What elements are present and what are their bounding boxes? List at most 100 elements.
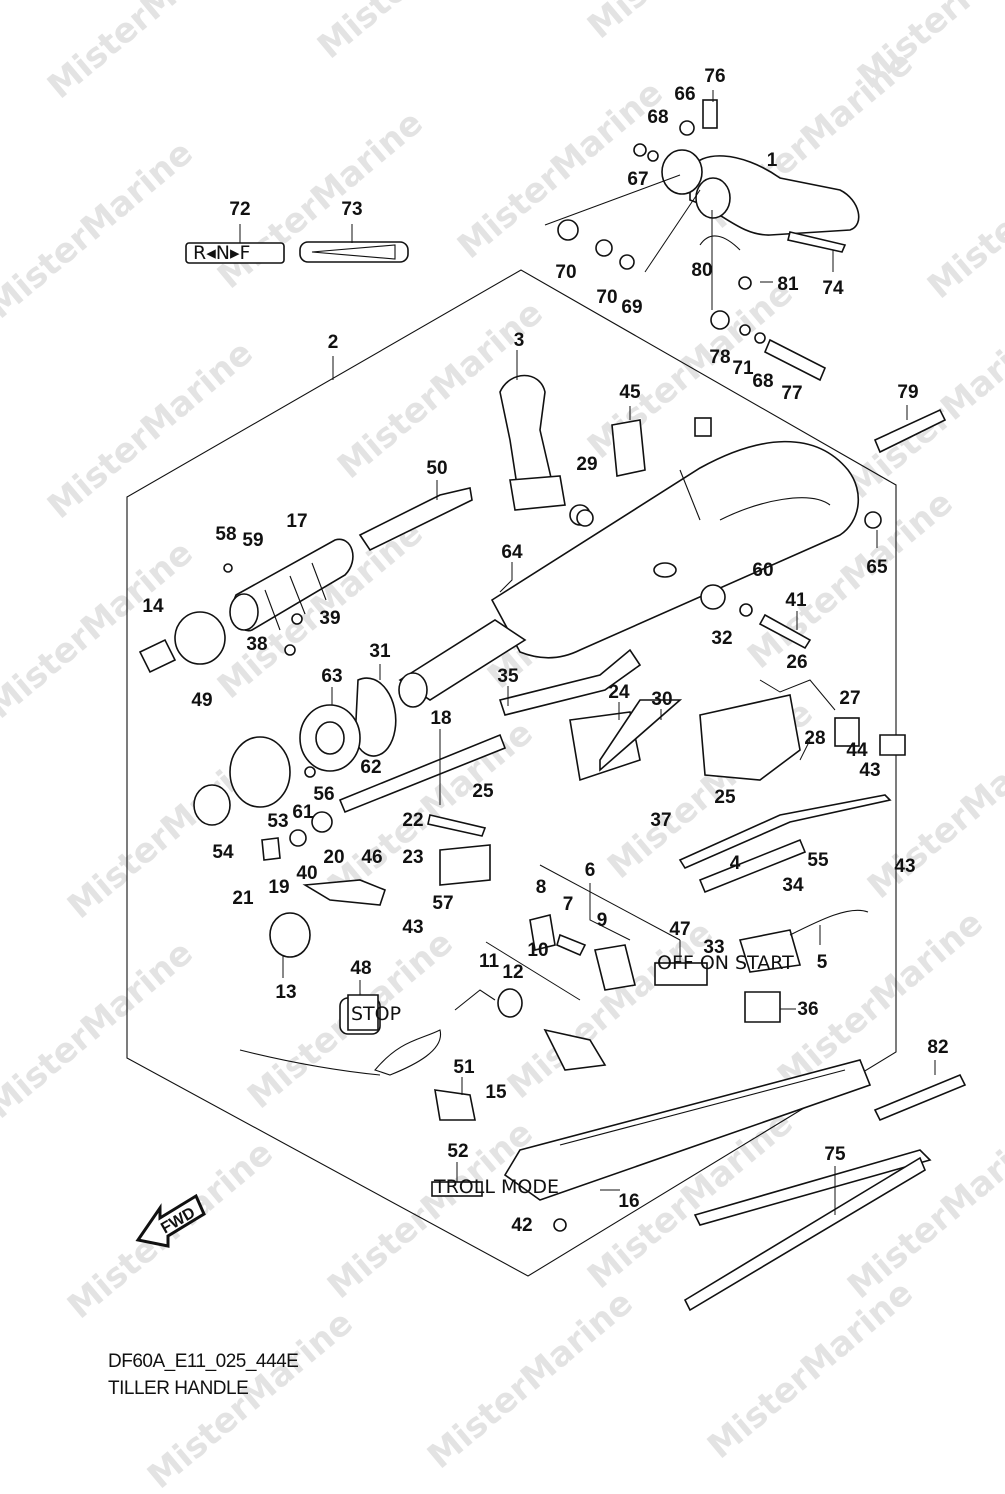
callout-54: 54 xyxy=(212,842,234,863)
callout-42: 42 xyxy=(511,1215,532,1236)
watermark-text: MisterMarine xyxy=(580,0,801,47)
callout-56: 56 xyxy=(313,784,334,805)
shift-decal-text: R◂N▸F xyxy=(193,242,250,264)
callout-3: 3 xyxy=(514,330,525,351)
callout-10: 10 xyxy=(527,940,548,961)
callout-35: 35 xyxy=(497,666,519,687)
callout-60: 60 xyxy=(752,560,773,581)
callout-71: 71 xyxy=(732,358,754,379)
callout-41: 41 xyxy=(785,590,807,611)
watermark-text: MisterMarine xyxy=(840,1113,1005,1307)
callout-1: 1 xyxy=(767,150,778,171)
callout-58: 58 xyxy=(215,524,236,545)
shift-decal-72: R◂N▸F xyxy=(185,242,285,264)
callout-32: 32 xyxy=(711,628,732,649)
grip-end-cap xyxy=(138,611,226,674)
callout-68a: 68 xyxy=(647,107,668,128)
callout-13: 13 xyxy=(275,982,296,1003)
watermark-text: MisterMarine xyxy=(310,0,531,67)
callout-48: 48 xyxy=(350,958,371,979)
diagram-code: DF60A_E11_025_444E xyxy=(108,1351,299,1372)
callout-19: 19 xyxy=(268,877,289,898)
callout-65: 65 xyxy=(866,557,888,578)
callout-12: 12 xyxy=(502,962,523,983)
throttle-grip xyxy=(229,538,354,632)
callout-47: 47 xyxy=(669,919,690,940)
callout-69: 69 xyxy=(621,297,642,318)
callout-8: 8 xyxy=(536,877,547,898)
callout-5: 5 xyxy=(817,952,828,973)
callout-68b: 68 xyxy=(752,371,773,392)
assembly-outline xyxy=(126,269,897,1277)
callout-11: 11 xyxy=(479,951,500,972)
callout-72: 72 xyxy=(229,199,250,220)
shift-lever xyxy=(499,374,591,526)
callout-34: 34 xyxy=(782,875,804,896)
callout-4: 4 xyxy=(730,853,741,874)
watermark-text: MisterMarine xyxy=(420,1283,641,1477)
callout-37: 37 xyxy=(650,810,671,831)
callout-62: 62 xyxy=(360,757,381,778)
callout-9: 9 xyxy=(597,910,608,931)
watermark-text: MisterMarine xyxy=(320,1113,541,1307)
troll-decal-text: TROLL MODE xyxy=(433,1176,559,1198)
callout-14: 14 xyxy=(142,596,164,617)
callout-44: 44 xyxy=(846,740,868,761)
callout-49: 49 xyxy=(191,690,212,711)
callout-51: 51 xyxy=(453,1057,475,1078)
callout-74: 74 xyxy=(822,278,844,299)
callout-63: 63 xyxy=(321,666,342,687)
callout-20: 20 xyxy=(323,847,344,868)
watermark-text: MisterMarine xyxy=(0,133,201,327)
callout-33: 33 xyxy=(703,937,724,958)
callout-18: 18 xyxy=(430,708,451,729)
callout-64: 64 xyxy=(501,542,523,563)
callout-81: 81 xyxy=(777,274,799,295)
watermark-text: MisterMarine xyxy=(920,113,1005,307)
callout-25b: 25 xyxy=(714,787,736,808)
callout-39: 39 xyxy=(319,608,340,629)
callout-31: 31 xyxy=(369,641,391,662)
callout-78: 78 xyxy=(709,347,730,368)
watermark-text: MisterMarine xyxy=(40,333,261,527)
callout-61: 61 xyxy=(292,802,314,823)
callout-76: 76 xyxy=(704,66,725,87)
callout-52: 52 xyxy=(447,1141,468,1162)
callout-6: 6 xyxy=(585,860,596,881)
callout-23: 23 xyxy=(402,847,423,868)
watermark-text: MisterMarine xyxy=(840,313,1005,507)
tiller-handle-body xyxy=(398,440,860,708)
callout-67: 67 xyxy=(627,169,648,190)
watermark-text: MisterMarine xyxy=(700,1273,921,1467)
callout-21: 21 xyxy=(232,888,254,909)
callout-43b: 43 xyxy=(894,856,915,877)
callout-16: 16 xyxy=(618,1191,639,1212)
callout-73: 73 xyxy=(341,199,362,220)
ignition-decal-text: OFF ON START xyxy=(657,952,794,974)
callout-26: 26 xyxy=(786,652,807,673)
callout-50: 50 xyxy=(426,458,447,479)
callout-2: 2 xyxy=(328,332,339,353)
callout-27: 27 xyxy=(839,688,860,709)
callout-30: 30 xyxy=(651,689,672,710)
callout-55: 55 xyxy=(807,850,829,871)
callout-45: 45 xyxy=(619,382,641,403)
callout-46: 46 xyxy=(361,847,382,868)
stop-decal-text: STOP xyxy=(351,1003,401,1025)
callout-38: 38 xyxy=(246,634,267,655)
throttle-decal-73 xyxy=(299,241,409,263)
callout-82: 82 xyxy=(927,1037,948,1058)
callout-17: 17 xyxy=(286,511,307,532)
leader-lines xyxy=(239,90,936,1215)
callout-53: 53 xyxy=(267,811,288,832)
callout-59: 59 xyxy=(242,530,263,551)
callout-70b: 70 xyxy=(596,287,617,308)
callout-79: 79 xyxy=(897,382,918,403)
callout-22: 22 xyxy=(402,810,423,831)
callout-29: 29 xyxy=(576,454,597,475)
tiller-bracket xyxy=(661,149,860,236)
watermark-text: MisterMarine xyxy=(40,0,261,107)
callout-80: 80 xyxy=(691,260,712,281)
callout-70a: 70 xyxy=(555,262,576,283)
